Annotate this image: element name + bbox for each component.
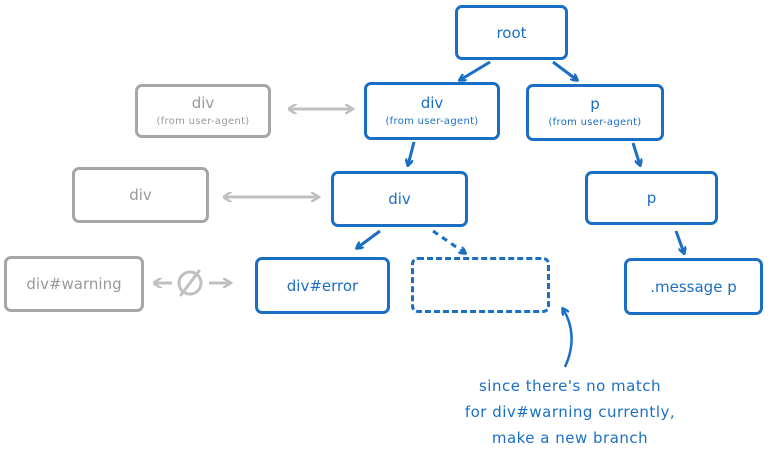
node-ua-div: div (from user-agent): [364, 82, 500, 140]
node-label: div#warning: [26, 275, 122, 293]
annotation: since there's no match for div#warning c…: [420, 373, 720, 451]
annotation-pointer: [563, 309, 573, 368]
edge-uadiv-div: [408, 141, 416, 165]
node-p: p: [585, 171, 718, 225]
node-root: root: [455, 5, 568, 60]
node-label: div: [388, 190, 411, 208]
edge-root-div: [460, 60, 491, 80]
node-label: p: [590, 95, 600, 113]
node-label: div#error: [286, 276, 359, 295]
node-message-p: .message p: [624, 258, 763, 315]
compare-node-ua-div: div (from user-agent): [135, 84, 271, 138]
node-label: div: [129, 186, 152, 204]
node-new-branch: [411, 257, 550, 313]
node-div: div: [331, 171, 468, 227]
node-sublabel: (from user-agent): [385, 115, 479, 127]
compare-node-div-warning: div#warning: [4, 256, 144, 312]
edge-root-p: [552, 60, 577, 80]
node-div-error: div#error: [255, 257, 390, 314]
edge-div-newbranch: [432, 229, 465, 253]
annotation-line: for div#warning currently,: [464, 403, 676, 421]
node-sublabel: (from user-agent): [156, 115, 250, 127]
edge-uap-p: [631, 142, 640, 165]
no-match-icon: [177, 269, 203, 297]
node-ua-p: p (from user-agent): [526, 84, 664, 141]
node-label: div: [191, 93, 215, 112]
compare-node-div: div: [72, 167, 209, 223]
node-label: root: [496, 23, 527, 42]
annotation-line: make a new branch: [491, 429, 649, 447]
node-label: .message p: [650, 277, 737, 296]
edge-div-diverror: [357, 229, 381, 248]
node-sublabel: (from user-agent): [548, 117, 642, 128]
node-label: div: [420, 93, 444, 112]
edge-p-messagep: [674, 230, 684, 253]
annotation-line: since there's no match: [478, 377, 661, 395]
node-label: p: [646, 189, 657, 207]
